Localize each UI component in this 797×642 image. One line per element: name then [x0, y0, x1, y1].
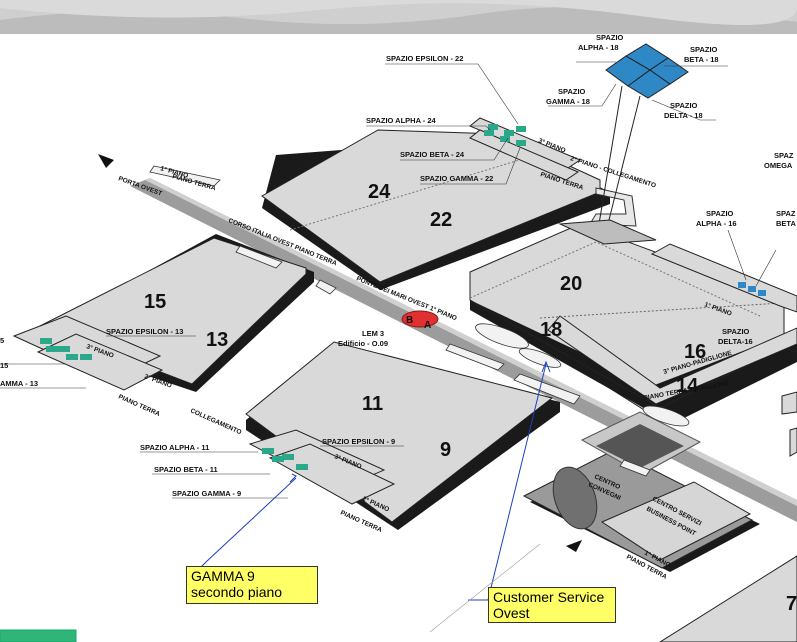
note-customer-service[interactable]: Customer Service Ovest	[488, 587, 616, 623]
floors-pavilion-24	[469, 117, 637, 227]
note-gamma9-line2: secondo piano	[191, 584, 283, 600]
marker-b: B	[406, 315, 413, 326]
label-spazio-beta-11: SPAZIO BETA - 11	[154, 465, 218, 474]
marker-a: A	[424, 320, 431, 331]
label-spazio-gamma-13: AMMA - 13	[0, 379, 38, 388]
note-gamma9-line1: GAMMA 9	[191, 568, 255, 584]
label-spazio-delta-18-a: SPAZIO	[670, 101, 698, 110]
spazio-18-blocks[interactable]	[597, 43, 689, 233]
arrow-porta-ovest-icon	[98, 154, 114, 168]
note-cs-line1: Customer Service	[493, 589, 605, 605]
road-edge-line	[429, 543, 541, 633]
arrow-centro-icon	[566, 540, 582, 552]
pavilion-9-number: 9	[440, 439, 451, 461]
label-spazio-alpha-16-a: SPAZIO	[706, 209, 734, 218]
label-spazio-delta-18-b: DELTA - 18	[664, 111, 703, 120]
label-spazio-beta-18-b: BETA - 18	[684, 55, 719, 64]
label-spazio-beta-18-a: SPAZIO	[690, 45, 718, 54]
label-spazio-gamma-18-b: GAMMA - 18	[546, 97, 590, 106]
road-collegamento: COLLEGAMENTO	[189, 407, 242, 436]
centro-servizi-block[interactable]	[522, 411, 760, 572]
label-spazio-epsilon-13: SPAZIO EPSILON - 13	[106, 327, 183, 336]
label-spazio-omega-a: SPAZ	[774, 151, 794, 160]
label-lem3: LEM 3	[362, 329, 384, 338]
label-spazio-15: 15	[0, 361, 8, 370]
entrance-markers[interactable]: B A	[401, 310, 439, 331]
label-spazio-alpha-11: SPAZIO ALPHA - 11	[140, 443, 209, 452]
pavilion-7-number: 7	[786, 593, 797, 615]
label-spazio-alpha-24: SPAZIO ALPHA - 24	[366, 116, 437, 125]
legend-corner	[0, 629, 77, 642]
note-cs-line2: Ovest	[493, 605, 530, 621]
label-spazio-beta-16-a: SPAZ	[776, 209, 796, 218]
pavilion-11-number: 11	[362, 393, 383, 415]
pavilion-18-number: 18	[540, 319, 562, 341]
label-spazio-delta-16-a: SPAZIO	[722, 327, 750, 336]
label-spazio-alpha-16-b: ALPHA - 16	[696, 219, 737, 228]
label-spazio-epsilon-9: SPAZIO EPSILON - 9	[322, 437, 395, 446]
label-spazio-5: 5	[0, 336, 4, 345]
label-spazio-epsilon-22: SPAZIO EPSILON - 22	[386, 54, 463, 63]
pavilion-edge-right	[659, 391, 797, 642]
walkways	[149, 165, 690, 477]
label-spazio-gamma-22: SPAZIO GAMMA - 22	[420, 174, 493, 183]
pavilion-13-number: 13	[206, 329, 228, 351]
header-banner	[0, 0, 797, 34]
floors-pavilion-13	[12, 315, 164, 391]
label-spazio-alpha-18-a: SPAZIO	[596, 33, 624, 42]
road-piano-terra-13: PIANO TERRA	[117, 393, 161, 418]
pavilion-20-number: 20	[560, 273, 582, 295]
pavilion-14-number: 14	[676, 375, 699, 397]
pavilion-15-number: 15	[144, 291, 166, 313]
label-spazio-gamma-9: SPAZIO GAMMA - 9	[172, 489, 241, 498]
label-spazio-beta-16-b: BETA	[776, 219, 796, 228]
label-spazio-gamma-18-a: SPAZIO	[558, 87, 586, 96]
pavilion-16-14[interactable]	[469, 299, 797, 424]
label-spazio-alpha-18-b: ALPHA - 18	[578, 43, 619, 52]
label-spazio-beta-24: SPAZIO BETA - 24	[400, 150, 465, 159]
label-spazio-delta-16-b: DELTA-16	[718, 337, 753, 346]
floors-pavilion-11	[248, 429, 396, 505]
pavilion-24-22[interactable]	[261, 129, 610, 290]
label-lem3-edificio: Edificio - O.09	[338, 339, 388, 348]
pavilion-24-number: 24	[368, 181, 391, 203]
note-gamma9[interactable]: GAMMA 9 secondo piano	[186, 566, 318, 604]
leader-lines	[0, 61, 777, 499]
spazio-16-blocks[interactable]	[558, 219, 797, 313]
label-spazio-omega-b: OMEGA	[764, 161, 793, 170]
pavilion-16-number: 16	[684, 341, 706, 363]
pavilion-22-number: 22	[430, 209, 452, 231]
